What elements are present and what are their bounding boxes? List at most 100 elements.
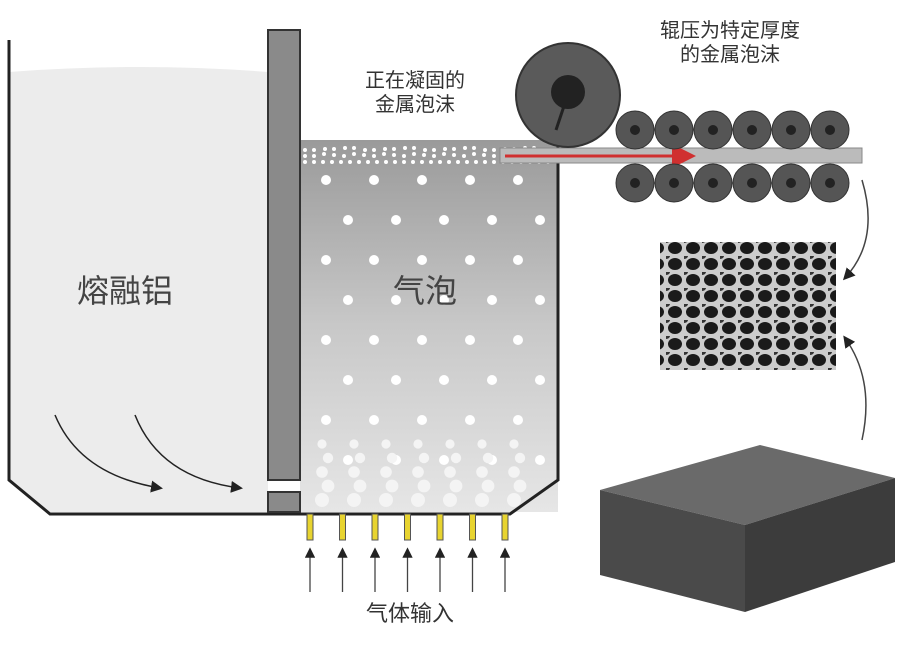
bubble	[447, 160, 451, 164]
bubble	[412, 466, 424, 478]
roller-hub	[669, 178, 679, 188]
bubble	[462, 154, 466, 158]
bubble	[420, 160, 424, 164]
bubble	[487, 215, 497, 225]
bubble	[339, 160, 343, 164]
bubble	[509, 439, 519, 449]
bubble	[476, 466, 488, 478]
bubble	[452, 147, 456, 151]
label-line: 金属泡沫	[375, 92, 455, 116]
bubble	[445, 439, 455, 449]
bubble	[323, 147, 327, 151]
bubble	[312, 154, 316, 158]
bubble	[450, 452, 462, 464]
bubble	[535, 455, 545, 465]
curve-arrow-icon	[842, 179, 869, 281]
roller-hub	[708, 178, 718, 188]
foam-region	[300, 140, 558, 512]
bubble	[442, 152, 446, 156]
bubble	[412, 146, 416, 150]
bubble	[513, 255, 523, 265]
roller-hub	[669, 125, 679, 135]
bubble	[535, 215, 545, 225]
bubble	[391, 375, 401, 385]
bubble	[385, 479, 399, 493]
roller-hub	[708, 125, 718, 135]
foam-block-side	[745, 478, 895, 612]
bubble	[482, 153, 486, 157]
bubble	[465, 415, 475, 425]
bubble	[487, 295, 497, 305]
bubble	[342, 154, 346, 158]
bubble	[487, 375, 497, 385]
bubble	[321, 160, 325, 164]
bubble	[477, 439, 487, 449]
bubble	[347, 493, 361, 507]
divider-gap-block	[267, 491, 301, 513]
bubble	[483, 160, 487, 164]
roller-hub	[825, 125, 835, 135]
bubble	[449, 479, 463, 493]
bubble	[354, 452, 366, 464]
label-line: 辊压为特定厚度	[660, 18, 800, 42]
bubble	[465, 175, 475, 185]
bubble	[343, 375, 353, 385]
bubble	[321, 415, 331, 425]
gas-nozzle	[404, 513, 411, 541]
bubble	[303, 160, 307, 164]
flow-arrow-icon	[134, 414, 243, 493]
bubble	[392, 147, 396, 151]
bubble	[535, 375, 545, 385]
bubble	[369, 415, 379, 425]
bubble	[472, 152, 476, 156]
flow-arrow-icon	[54, 414, 163, 493]
bubble	[474, 160, 478, 164]
label-rolled-foam: 辊压为特定厚度 的金属泡沫	[625, 18, 835, 66]
bubble	[439, 455, 449, 465]
bubble	[452, 153, 456, 157]
roller-hub	[630, 125, 640, 135]
bubble	[391, 295, 401, 305]
bubble	[417, 255, 427, 265]
bubble	[438, 160, 442, 164]
roller-hub	[786, 125, 796, 135]
bubble	[417, 415, 427, 425]
bubble	[362, 153, 366, 157]
bubble	[379, 493, 393, 507]
bubble	[402, 160, 406, 164]
foam-block-front	[600, 490, 745, 612]
bubble	[432, 154, 436, 158]
bubble	[507, 493, 521, 507]
curve-arrow-icon	[843, 335, 867, 441]
bubble	[384, 160, 388, 164]
bubble	[513, 175, 523, 185]
bubble	[417, 335, 427, 345]
bubble	[372, 148, 376, 152]
bubble	[513, 415, 523, 425]
bubble	[412, 152, 416, 156]
gas-nozzle	[371, 513, 379, 541]
bubble	[322, 152, 326, 156]
gas-nozzles	[304, 513, 511, 592]
bubble	[417, 479, 431, 493]
bubble	[353, 479, 367, 493]
bubble	[411, 493, 425, 507]
bubble	[465, 160, 469, 164]
bubble	[514, 452, 526, 464]
bubble	[475, 493, 489, 507]
bubble	[439, 295, 449, 305]
bubble	[332, 147, 336, 151]
bubble	[317, 439, 327, 449]
bubble	[439, 215, 449, 225]
bubble	[465, 255, 475, 265]
label-line: 正在凝固的	[365, 68, 465, 92]
bubble	[343, 295, 353, 305]
label-line: 的金属泡沫	[680, 42, 780, 66]
gas-nozzle	[501, 513, 509, 541]
gas-nozzle	[436, 513, 444, 541]
bubble	[380, 466, 392, 478]
bubble	[492, 148, 496, 152]
bubble	[439, 375, 449, 385]
bubble	[481, 479, 495, 493]
bubble	[312, 160, 316, 164]
